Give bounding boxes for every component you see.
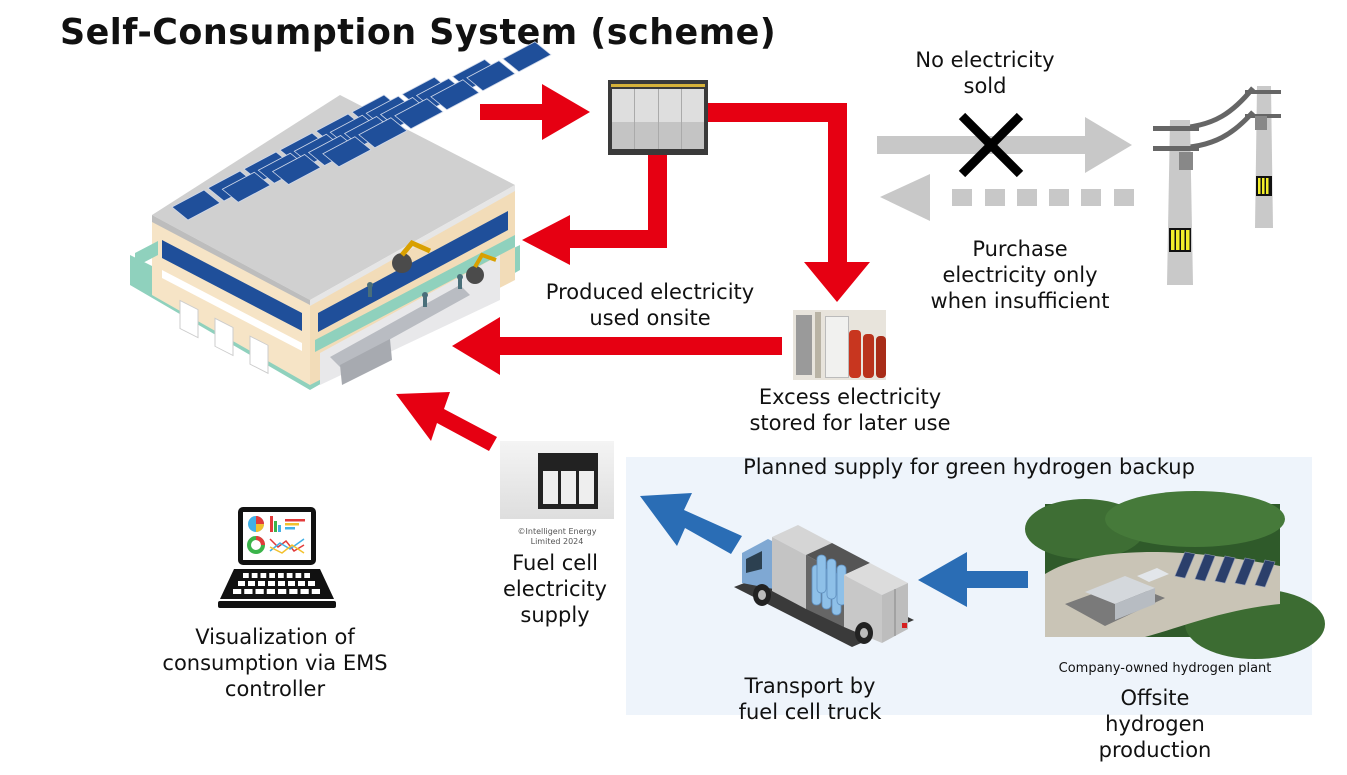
- truck-label: Transport by fuel cell truck: [700, 673, 920, 725]
- fuel-cell-line1: Fuel cell: [512, 551, 598, 575]
- purchase-line1: Purchase: [972, 237, 1068, 261]
- fuel-cell-label: Fuel cell electricity supply: [480, 550, 630, 628]
- laptop-key: [289, 589, 298, 594]
- no-sale-line1: No electricity: [915, 48, 1055, 72]
- plant-label: Offsite hydrogen production: [1060, 685, 1250, 763]
- no-sale-label: No electricity sold: [880, 47, 1090, 99]
- ems-line2: consumption via EMS: [162, 651, 388, 675]
- fuel-cell-unit-icon: [500, 441, 614, 519]
- purchase-label: Purchase electricity only when insuffici…: [900, 236, 1140, 314]
- laptop-key: [304, 573, 310, 578]
- laptop-key: [278, 589, 287, 594]
- power-conditioner-icon: [608, 80, 708, 155]
- laptop-key: [308, 581, 315, 586]
- ems-line1: Visualization of: [195, 625, 355, 649]
- page-title: Self-Consumption System (scheme): [60, 12, 777, 53]
- laptop-key: [248, 581, 255, 586]
- onsite-label: Produced electricity used onsite: [510, 279, 790, 331]
- solar-panel: [221, 171, 272, 203]
- x-mark-icon: [958, 112, 1024, 178]
- arrow-storage-to-factory: [452, 317, 782, 375]
- laptop-key: [238, 581, 245, 586]
- laptop-key: [258, 581, 265, 586]
- plant-line1: Offsite: [1120, 686, 1190, 710]
- solar-panel: [430, 79, 480, 111]
- storage-label: Excess electricity stored for later use: [720, 384, 980, 436]
- laptop-key: [298, 581, 305, 586]
- laptop-key: [233, 589, 242, 594]
- laptop-key: [295, 573, 302, 578]
- arrow-inverter-to-factory: [522, 155, 667, 265]
- arrow-fuelcell-to-factory: [396, 392, 497, 451]
- fuel-cell-credit: ©Intelligent Energy Limited 2024: [500, 527, 614, 547]
- solar-panel: [466, 60, 516, 92]
- laptop-key: [251, 573, 258, 578]
- laptop-key: [266, 589, 275, 594]
- plant-caption: Company-owned hydrogen plant: [1058, 661, 1272, 676]
- fuel-cell-line3: supply: [520, 603, 590, 627]
- laptop-key: [244, 589, 253, 594]
- laptop-key: [268, 581, 275, 586]
- laptop-key: [255, 589, 264, 594]
- solar-panel: [358, 117, 408, 149]
- purchase-line2: electricity only: [942, 263, 1098, 287]
- ems-label: Visualization of consumption via EMS con…: [130, 624, 420, 702]
- solar-panel: [322, 136, 372, 168]
- storage-equipment-icon: [793, 310, 886, 380]
- purchase-line3: when insufficient: [930, 289, 1110, 313]
- arrow-inverter-to-storage: [708, 103, 870, 302]
- plant-line3: production: [1098, 738, 1212, 762]
- laptop-key: [311, 589, 320, 594]
- fuel-cell-line2: electricity: [503, 577, 607, 601]
- solar-panel: [171, 189, 221, 221]
- laptop-key: [300, 589, 309, 594]
- fuel-cell-truck-icon: [734, 525, 914, 647]
- laptop-dashboard-icon: [218, 507, 336, 608]
- arrow-plant-to-truck: [918, 552, 1028, 607]
- truck-line2: fuel cell truck: [738, 700, 882, 724]
- storage-line1: Excess electricity: [758, 385, 942, 409]
- hydrogen-panel-title: Planned supply for green hydrogen backup: [743, 455, 1195, 479]
- laptop-key: [260, 573, 267, 578]
- laptop-key: [278, 573, 284, 578]
- arrow-purchase-dashed: [880, 174, 1134, 221]
- laptop-key: [269, 573, 275, 578]
- onsite-line2: used onsite: [589, 306, 711, 330]
- factory-with-solar-roof-icon: [130, 41, 552, 390]
- utility-pole-icon: [1153, 86, 1281, 285]
- laptop-key: [288, 581, 295, 586]
- ems-line3: controller: [224, 677, 326, 701]
- fuel-cell-credit-line1: ©Intelligent Energy: [517, 527, 597, 536]
- onsite-line1: Produced electricity: [545, 280, 755, 304]
- solar-panel: [394, 98, 444, 130]
- solar-panels: [171, 41, 552, 221]
- arrow-sell-blocked: [877, 117, 1132, 173]
- truck-line1: Transport by: [744, 674, 876, 698]
- solar-panel: [502, 41, 552, 73]
- hydrogen-plant-photo-icon: [1025, 491, 1325, 659]
- plant-line2: hydrogen: [1105, 712, 1205, 736]
- laptop-key: [278, 581, 285, 586]
- storage-line2: stored for later use: [749, 411, 951, 435]
- solar-panel: [271, 154, 322, 185]
- arrow-truck-to-fuelcell: [640, 493, 742, 554]
- fuel-cell-credit-line2: Limited 2024: [530, 537, 584, 546]
- laptop-key: [286, 573, 293, 578]
- no-sale-line2: sold: [963, 74, 1007, 98]
- arrow-solar-to-inverter: [480, 84, 590, 140]
- laptop-key: [243, 573, 249, 578]
